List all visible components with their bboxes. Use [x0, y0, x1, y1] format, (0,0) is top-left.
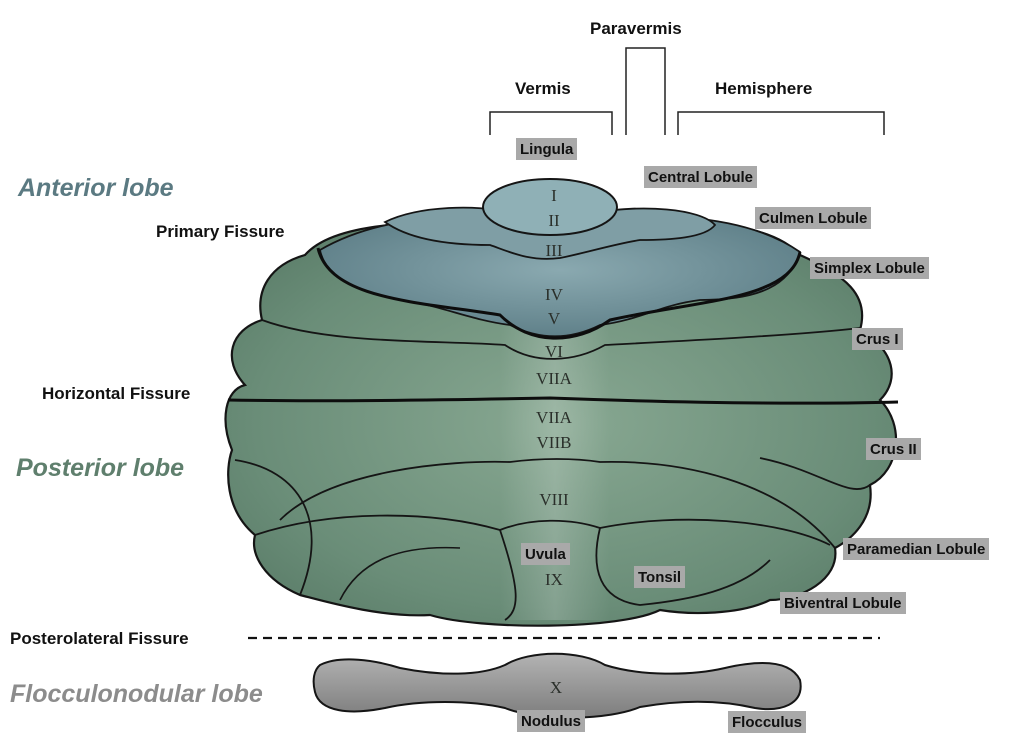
- lobule-8-number: VIII: [539, 490, 569, 509]
- lobule-6-number: VI: [545, 342, 563, 361]
- lobule-7a-lower-number: VIIA: [536, 408, 573, 427]
- paramedian-lobule-label: Paramedian Lobule: [843, 538, 989, 560]
- flocculonodular-lobe-label: Flocculonodular lobe: [10, 682, 263, 707]
- anterior-lobe-label: Anterior lobe: [18, 176, 174, 201]
- lobule-7a-upper-number: VIIA: [536, 369, 573, 388]
- nodulus-label: Nodulus: [517, 710, 585, 732]
- simplex-lobule-label: Simplex Lobule: [810, 257, 929, 279]
- lobule-3-number: III: [546, 241, 563, 260]
- lobule-5-number: V: [548, 309, 561, 328]
- vermis-bracket: [490, 112, 612, 135]
- posterolateral-fissure-label: Posterolateral Fissure: [10, 630, 189, 647]
- hemisphere-bracket: [678, 112, 884, 135]
- lobule-10-number: X: [550, 678, 562, 697]
- primary-fissure-label: Primary Fissure: [156, 223, 285, 240]
- tonsil-label: Tonsil: [634, 566, 685, 588]
- paravermis-bracket: [626, 48, 665, 135]
- horizontal-fissure-label: Horizontal Fissure: [42, 385, 190, 402]
- vermis-label: Vermis: [515, 80, 571, 97]
- lingula-label: Lingula: [516, 138, 577, 160]
- lobule-7b-number: VIIB: [537, 433, 572, 452]
- paravermis-label: Paravermis: [590, 20, 682, 37]
- central-lobule-label: Central Lobule: [644, 166, 757, 188]
- lobule-2-number: II: [548, 211, 560, 230]
- lobule-4-number: IV: [545, 285, 564, 304]
- crus-1-label: Crus I: [852, 328, 903, 350]
- biventral-lobule-label: Biventral Lobule: [780, 592, 906, 614]
- uvula-label: Uvula: [521, 543, 570, 565]
- culmen-lobule-label: Culmen Lobule: [755, 207, 871, 229]
- lobule-9-number: IX: [545, 570, 563, 589]
- lobule-1-number: I: [551, 186, 557, 205]
- posterior-lobe-label: Posterior lobe: [16, 456, 184, 481]
- flocculus-label: Flocculus: [728, 711, 806, 733]
- crus-2-label: Crus II: [866, 438, 921, 460]
- hemisphere-label: Hemisphere: [715, 80, 812, 97]
